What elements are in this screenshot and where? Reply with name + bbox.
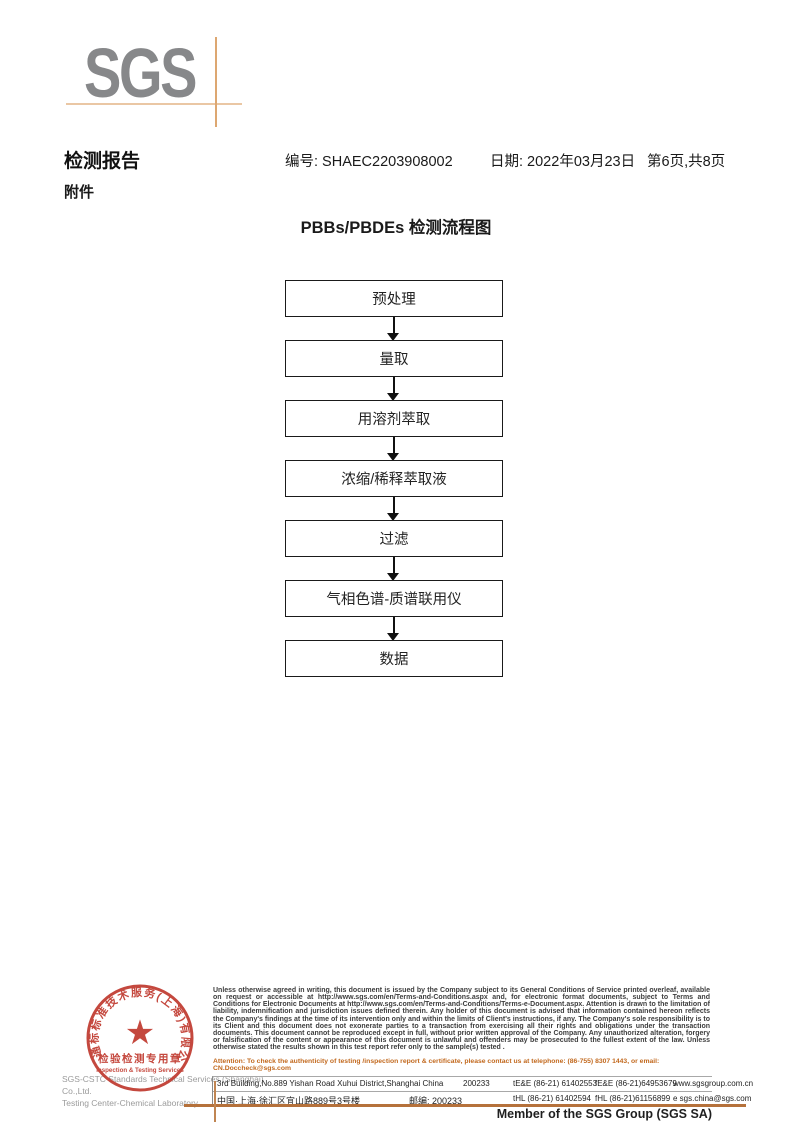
flow-step-concentrate-dilute: 浓缩/稀释萃取液 xyxy=(285,460,503,497)
red-company-seal: 通标标准技术服务(上海)有限公司 ★ 检验检测专用章 Inspection & … xyxy=(84,982,194,1092)
report-number: 编号: SHAEC2203908002 xyxy=(285,154,453,170)
flow-step-data: 数据 xyxy=(285,640,503,677)
telephone-cn: tHL (86-21) 61402594 xyxy=(513,1094,591,1103)
flow-step-pretreatment: 预处理 xyxy=(285,280,503,317)
flow-arrow-down-icon xyxy=(387,377,400,401)
sgs-member-line: Member of the SGS Group (SGS SA) xyxy=(496,1107,712,1121)
flow-arrow-down-icon xyxy=(387,437,400,461)
flow-step-label: 过滤 xyxy=(379,532,409,548)
seal-circle xyxy=(86,984,194,1092)
sgs-logo: SGS xyxy=(84,34,197,112)
logo-crosshair-vertical xyxy=(215,37,217,127)
address-block: 3rd Building,No.889 Yishan Road Xuhui Di… xyxy=(212,1076,753,1106)
flow-step-label: 用溶剂萃取 xyxy=(357,412,431,428)
flowchart-title: PBBs/PBDEs 检测流程图 xyxy=(300,219,492,237)
attention-notice: Attention: To check the authenticity of … xyxy=(213,1058,660,1073)
flow-step-solvent-extraction: 用溶剂萃取 xyxy=(285,400,503,437)
fax-cn: fHL (86-21)61156899 xyxy=(595,1094,671,1103)
flow-step-label: 浓缩/稀释萃取液 xyxy=(341,472,447,488)
flow-step-label: 量取 xyxy=(379,352,409,368)
flow-arrow-down-icon xyxy=(387,557,400,581)
address-row-cn: 中国·上海·徐汇区宜山路889号3号楼 邮编: 200233 tHL (86-2… xyxy=(213,1091,751,1106)
email-address: e sgs.china@sgs.com xyxy=(673,1094,752,1103)
flow-step-filter: 过滤 xyxy=(285,520,503,557)
attachment-label: 附件 xyxy=(64,184,95,201)
flow-arrow-down-icon xyxy=(387,317,400,341)
flow-step-measure: 量取 xyxy=(285,340,503,377)
address-row-en: 3rd Building,No.889 Yishan Road Xuhui Di… xyxy=(213,1077,753,1091)
seal-subtitle: Inspection & Testing Services xyxy=(96,1067,184,1074)
postcode-cn: 邮编: 200233 xyxy=(409,1096,463,1106)
logo-crosshair-horizontal xyxy=(66,103,242,105)
seal-title: 检验检测专用章 xyxy=(98,1052,182,1065)
website-link: www.sgsgroup.com.cn xyxy=(673,1079,754,1088)
page-indicator: 第6页,共8页 xyxy=(647,154,726,170)
flow-step-label: 数据 xyxy=(379,652,409,668)
seal-star-icon: ★ xyxy=(125,1014,155,1052)
company-name-en: SGS-CSTC Standards Technical Services (S… xyxy=(62,1073,272,1109)
footer-orange-rule xyxy=(184,1104,746,1107)
footer-orange-crosshair-vertical xyxy=(214,1081,216,1122)
report-date: 日期: 2022年03月23日 xyxy=(490,154,636,170)
legal-disclaimer-text: Unless otherwise agreed in writing, this… xyxy=(213,987,710,1052)
fax-en: fE&E (86-21)64953679 xyxy=(595,1079,677,1088)
flow-arrow-down-icon xyxy=(387,617,400,641)
address-cn: 中国·上海·徐汇区宜山路889号3号楼 xyxy=(217,1096,361,1106)
company-name-line1: SGS-CSTC Standards Technical Services (S… xyxy=(62,1074,264,1096)
company-name-line2: Testing Center-Chemical Laboratory xyxy=(62,1098,199,1108)
flow-arrow-down-icon xyxy=(387,497,400,521)
flow-step-gcms: 气相色谱-质谱联用仪 xyxy=(285,580,503,617)
postcode-en: 200233 xyxy=(463,1079,490,1088)
flow-step-label: 预处理 xyxy=(372,292,416,308)
address-en: 3rd Building,No.889 Yishan Road Xuhui Di… xyxy=(217,1079,444,1088)
flow-step-label: 气相色谱-质谱联用仪 xyxy=(326,592,462,608)
report-title: 检测报告 xyxy=(64,151,141,172)
telephone-en: tE&E (86-21) 61402553 xyxy=(513,1079,598,1088)
